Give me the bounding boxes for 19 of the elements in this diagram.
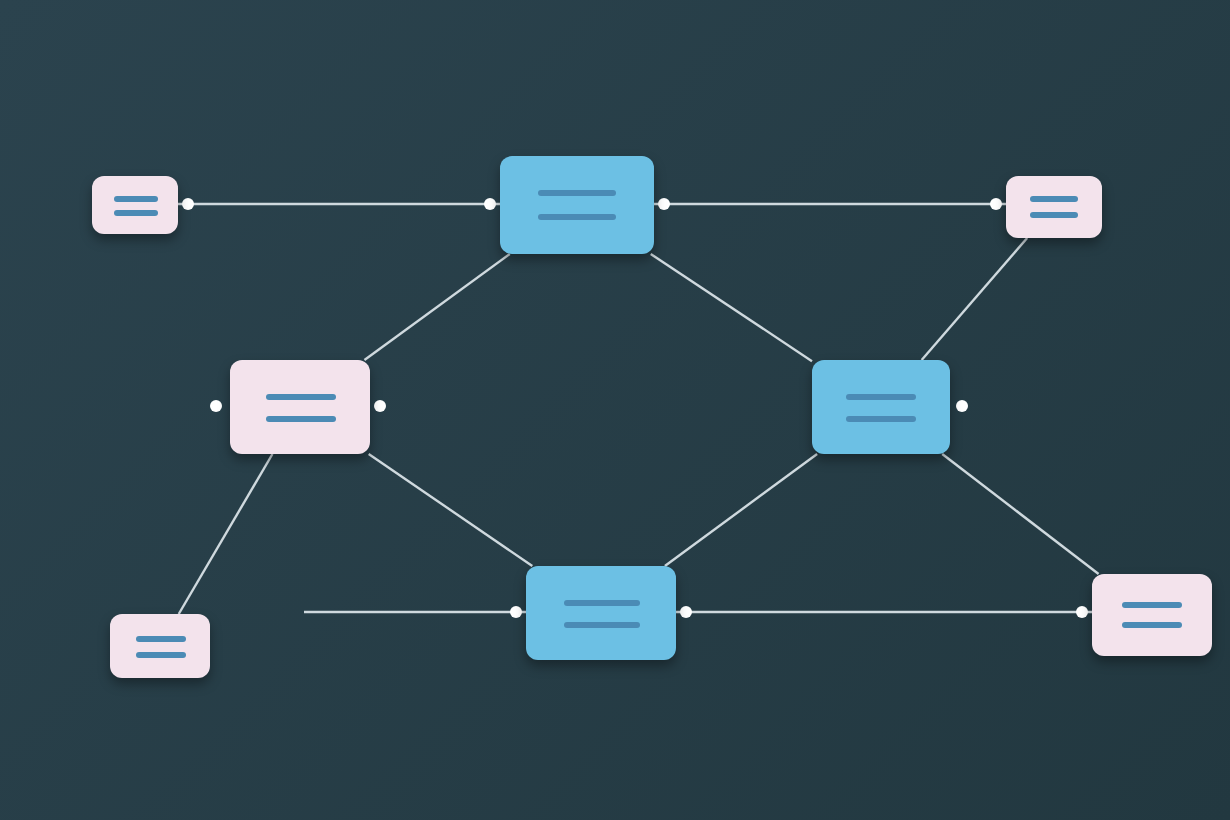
connector-line (664, 453, 818, 567)
connector-line (650, 253, 813, 363)
card-box (526, 566, 676, 660)
card-box (500, 156, 654, 254)
connector-line (654, 198, 1006, 210)
connector-line (177, 453, 274, 615)
connector-line (676, 606, 1092, 618)
connector-line (368, 453, 533, 567)
connector-line (178, 198, 500, 210)
card-box (1092, 574, 1212, 656)
card-box (230, 360, 370, 454)
connector-line (304, 606, 526, 618)
card-box (812, 360, 950, 454)
connector-line (920, 237, 1029, 361)
card-box (110, 614, 210, 678)
connector-line (363, 253, 511, 361)
card-box (1006, 176, 1102, 238)
card-box (92, 176, 178, 234)
connector-line (941, 453, 1100, 575)
